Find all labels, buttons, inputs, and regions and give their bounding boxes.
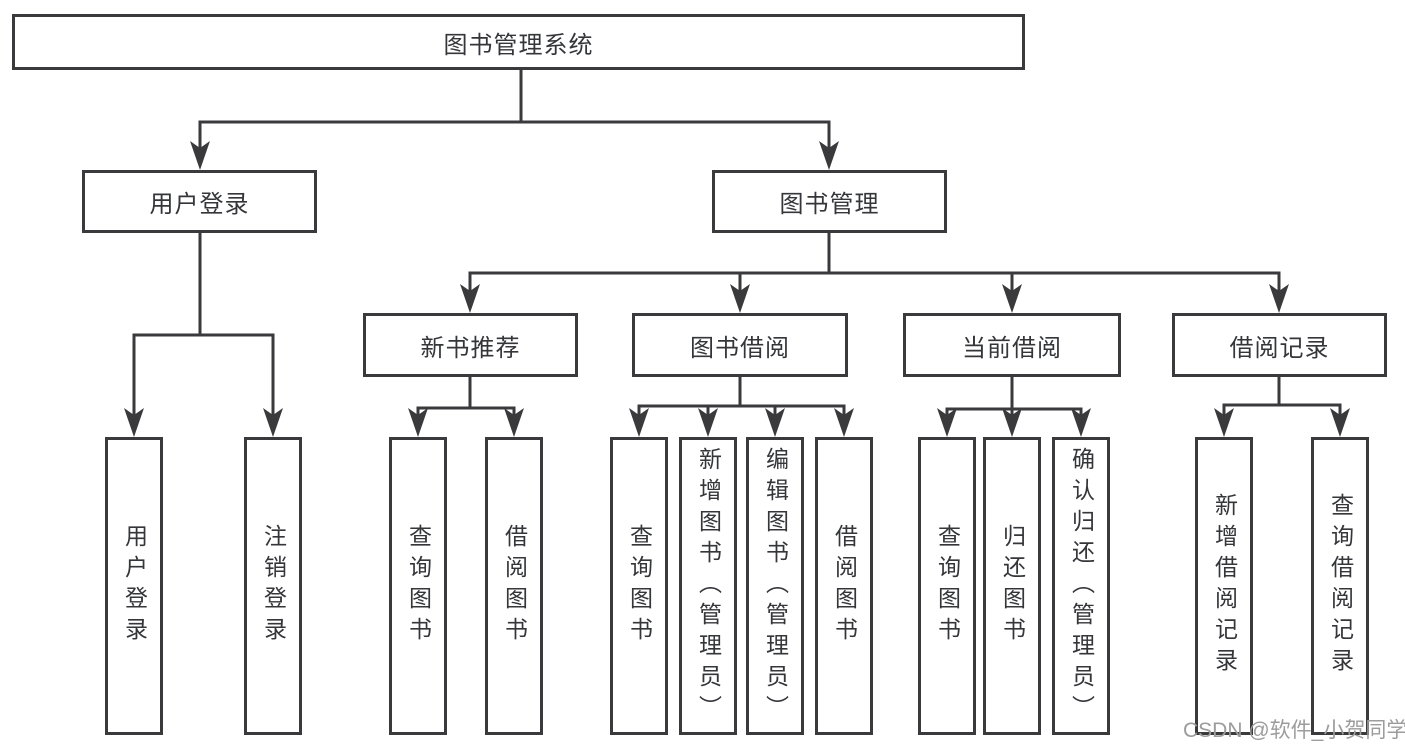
leaf-query-borrow-record: 查询借阅记录 bbox=[1311, 437, 1369, 735]
node-label: 借阅图书 bbox=[501, 524, 528, 648]
csdn-watermark: CSDN @软件_小贺同学 bbox=[1183, 719, 1405, 742]
leaf-add-books-admin: 新增图书（管理员） bbox=[679, 437, 737, 735]
node-label: 查询借阅记录 bbox=[1327, 493, 1354, 679]
leaf-borrowing-query-books: 查询图书 bbox=[610, 437, 668, 735]
node-book-management: 图书管理 bbox=[712, 170, 947, 233]
leaf-current-query-books: 查询图书 bbox=[918, 437, 976, 735]
node-label: 新增图书（管理员） bbox=[695, 446, 722, 726]
node-label: 确认归还（管理员） bbox=[1068, 446, 1095, 726]
node-label: 归还图书 bbox=[999, 524, 1026, 648]
node-label: 借阅图书 bbox=[831, 524, 858, 648]
leaf-user-login: 用户登录 bbox=[105, 437, 163, 735]
leaf-logout: 注销登录 bbox=[244, 437, 302, 735]
node-label: 图书管理系统 bbox=[443, 31, 594, 59]
node-label: 图书借阅 bbox=[690, 334, 790, 362]
leaf-borrow-books: 借阅图书 bbox=[815, 437, 873, 735]
leaf-confirm-return-admin: 确认归还（管理员） bbox=[1052, 437, 1110, 735]
leaf-add-borrow-record: 新增借阅记录 bbox=[1195, 437, 1253, 735]
node-label: 新增借阅记录 bbox=[1211, 493, 1238, 679]
node-label: 查询图书 bbox=[405, 524, 432, 648]
node-library-system: 图书管理系统 bbox=[12, 14, 1025, 70]
node-label: 用户登录 bbox=[121, 524, 148, 648]
node-borrowing-records: 借阅记录 bbox=[1172, 313, 1387, 377]
node-label: 查询图书 bbox=[934, 524, 961, 648]
leaf-recommend-query-books: 查询图书 bbox=[389, 437, 447, 735]
node-user-login-branch: 用户登录 bbox=[82, 170, 317, 233]
node-new-book-recommend: 新书推荐 bbox=[363, 313, 578, 377]
leaf-edit-books-admin: 编辑图书（管理员） bbox=[746, 437, 804, 735]
node-label: 注销登录 bbox=[260, 524, 287, 648]
node-book-borrowing: 图书借阅 bbox=[632, 313, 848, 377]
node-label: 编辑图书（管理员） bbox=[762, 446, 789, 726]
node-label: 新书推荐 bbox=[420, 334, 521, 362]
node-label: 借阅记录 bbox=[1229, 334, 1330, 362]
node-label: 查询图书 bbox=[626, 524, 653, 648]
node-label: 当前借阅 bbox=[962, 334, 1062, 362]
leaf-recommend-borrow-books: 借阅图书 bbox=[485, 437, 543, 735]
node-label: 图书管理 bbox=[779, 191, 880, 218]
node-current-borrowing: 当前借阅 bbox=[903, 313, 1121, 377]
leaf-return-books: 归还图书 bbox=[983, 437, 1041, 735]
node-label: 用户登录 bbox=[149, 191, 250, 218]
